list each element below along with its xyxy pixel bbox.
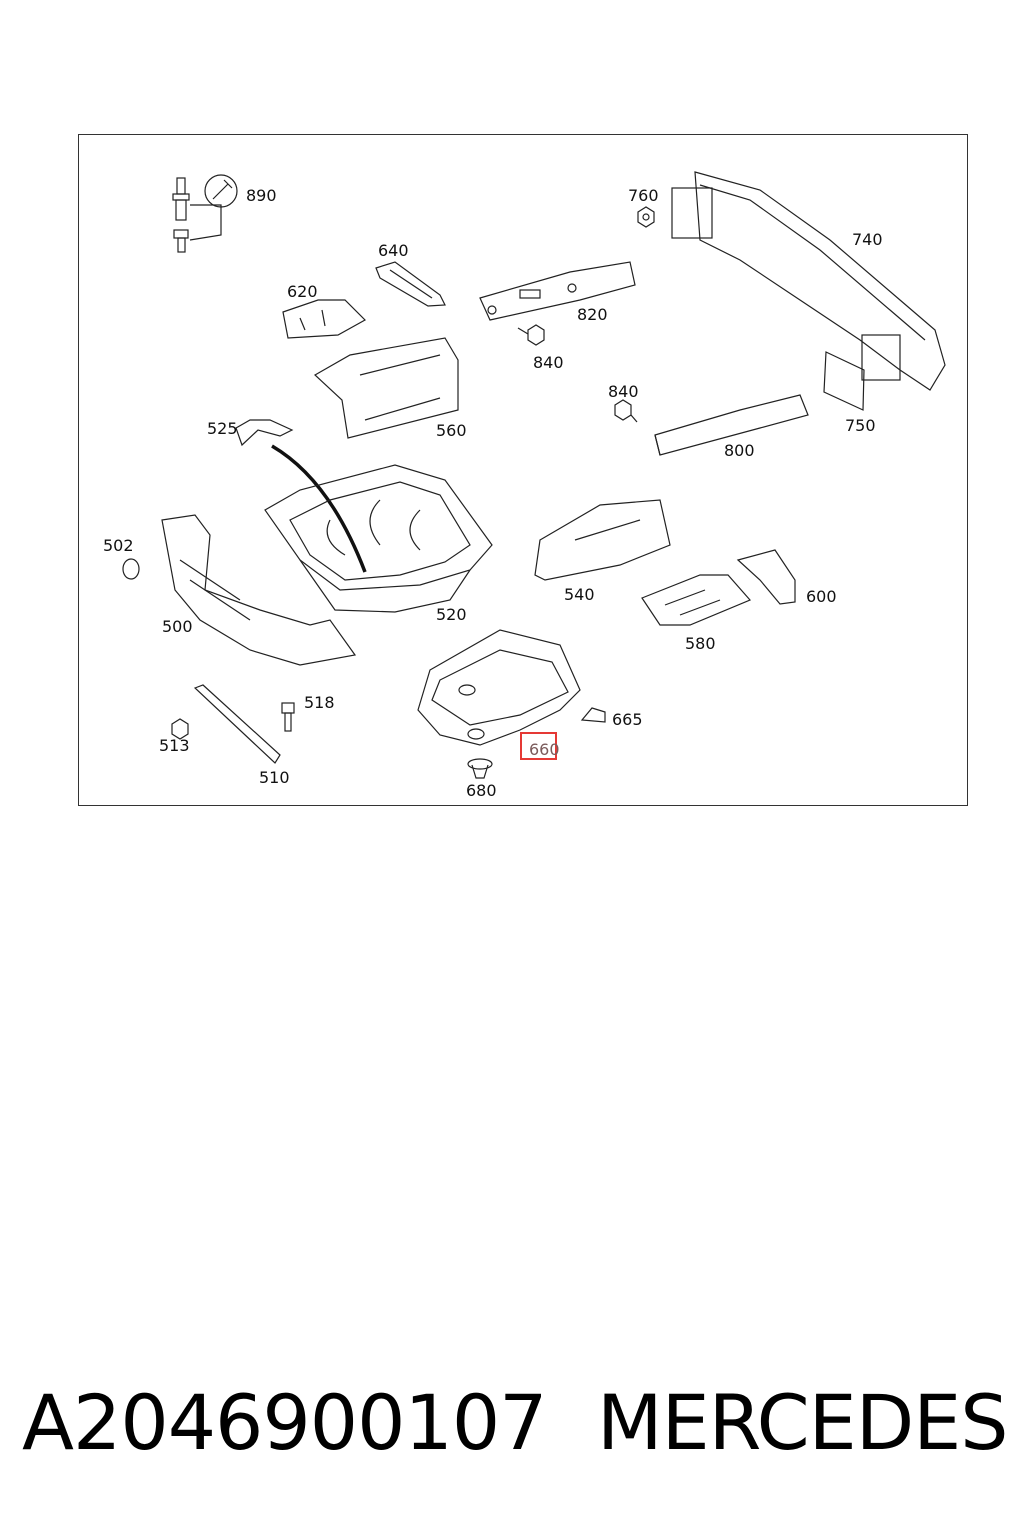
part-513-nut <box>171 718 189 740</box>
part-840-screw-b <box>614 399 638 423</box>
label-525: 525 <box>207 419 238 438</box>
part-600-bracket <box>736 549 796 605</box>
part-890-fasteners <box>172 174 238 253</box>
label-740: 740 <box>852 230 883 249</box>
part-525-bracket <box>235 419 294 447</box>
label-502: 502 <box>103 536 134 555</box>
label-760: 760 <box>628 186 659 205</box>
part-750-plate <box>823 351 865 411</box>
part-500-side-member <box>161 514 357 666</box>
part-800-member <box>654 394 809 456</box>
label-840-b: 840 <box>608 382 639 401</box>
label-580: 580 <box>685 634 716 653</box>
part-560-panel <box>313 337 459 439</box>
part-740-bumper-carrier <box>671 171 946 391</box>
label-800: 800 <box>724 441 755 460</box>
part-840-screw-a <box>517 324 545 346</box>
part-520-spare-wheel-well <box>264 464 493 613</box>
part-510-strap <box>193 684 281 764</box>
part-680-clip <box>467 758 493 779</box>
diagram-frame <box>78 134 968 806</box>
part-760-nut <box>637 206 655 228</box>
label-600: 600 <box>806 587 837 606</box>
label-665: 665 <box>612 710 643 729</box>
brand-name: MERCEDES <box>597 1378 1008 1467</box>
label-890: 890 <box>246 186 277 205</box>
label-520: 520 <box>436 605 467 624</box>
part-580-floor-panel <box>641 574 752 626</box>
label-560: 560 <box>436 421 467 440</box>
label-840-a: 840 <box>533 353 564 372</box>
label-540: 540 <box>564 585 595 604</box>
highlight-box-660 <box>520 732 557 760</box>
label-513: 513 <box>159 736 190 755</box>
part-665-clip <box>580 707 606 723</box>
label-518: 518 <box>304 693 335 712</box>
label-660: 660 <box>529 740 560 759</box>
part-502-grommet <box>122 558 140 580</box>
part-620-bracket <box>282 299 366 339</box>
part-number: A2046900107 <box>22 1378 548 1467</box>
part-660-underbody-panel <box>417 629 581 746</box>
label-750: 750 <box>845 416 876 435</box>
part-540-panel <box>534 499 671 581</box>
part-820-member <box>479 261 636 321</box>
part-518-bolt <box>281 702 295 732</box>
pointer-arrow <box>271 444 367 573</box>
label-640: 640 <box>378 241 409 260</box>
label-820: 820 <box>577 305 608 324</box>
label-680: 680 <box>466 781 497 800</box>
label-500: 500 <box>162 617 193 636</box>
label-510: 510 <box>259 768 290 787</box>
label-620: 620 <box>287 282 318 301</box>
part-640-bracket <box>375 261 446 307</box>
